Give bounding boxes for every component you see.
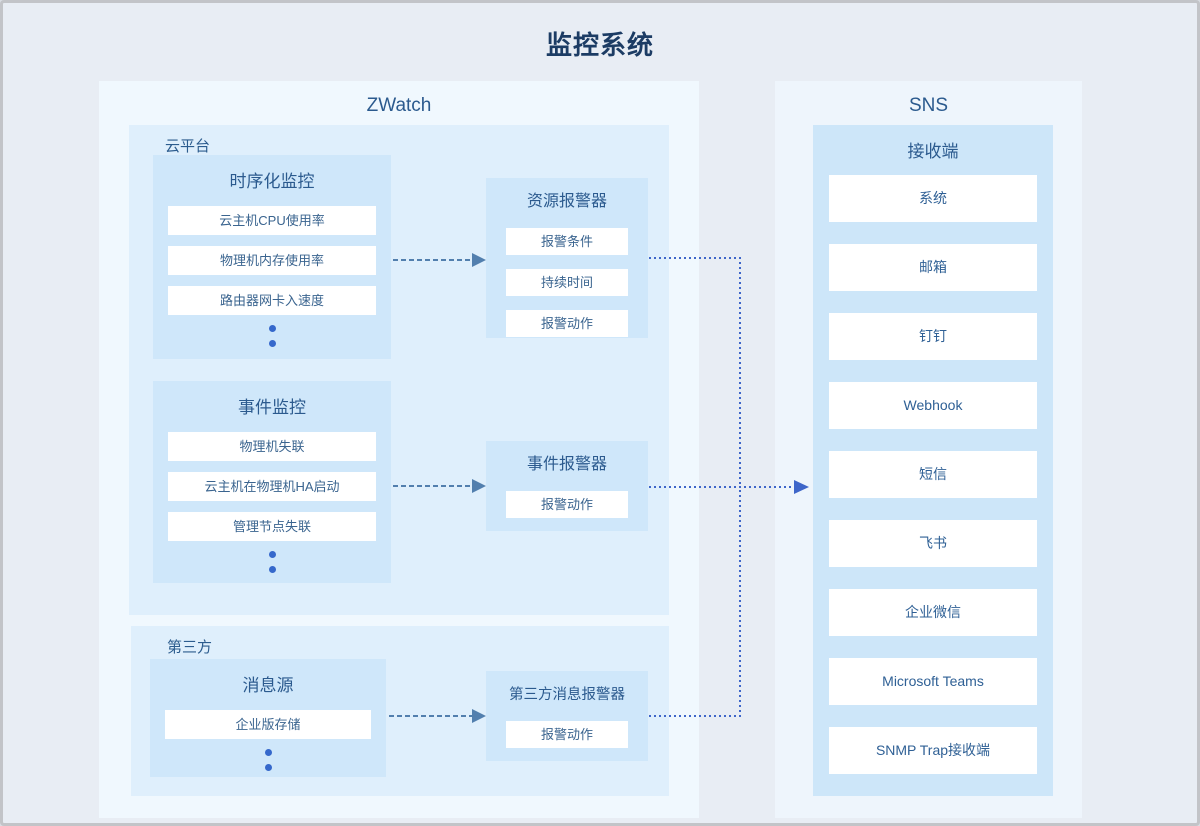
receiver-item: 企业微信 [829, 589, 1037, 636]
message-source-title: 消息源 [242, 676, 294, 695]
zwatch-title: ZWatch [366, 95, 432, 116]
sns-title: SNS [908, 95, 949, 116]
alarm-item: 报警动作 [506, 310, 628, 337]
page-title: 监控系统 [545, 30, 654, 60]
monitor-item: 管理节点失联 [168, 512, 376, 541]
monitor-item: 云主机CPU使用率 [168, 206, 376, 235]
receiver-item: 短信 [829, 451, 1037, 498]
timeseries-monitor-items: 云主机CPU使用率物理机内存使用率路由器网卡入速度 [168, 206, 376, 315]
third-party-message-alarm-title: 第三方消息报警器 [509, 687, 625, 703]
receiver-title: 接收端 [907, 142, 959, 161]
receiver-item: 钉钉 [829, 313, 1037, 360]
receiver-item: 飞书 [829, 520, 1037, 567]
third-party-message-alarm-items: 报警动作 [506, 721, 628, 748]
receiver-item: Webhook [829, 382, 1037, 429]
more-items-ellipsis-icon [165, 749, 371, 771]
event-monitor-items: 物理机失联云主机在物理机HA启动管理节点失联 [168, 432, 376, 541]
receiver-item: 邮箱 [829, 244, 1037, 291]
message-source-items: 企业版存储 [165, 710, 371, 739]
receiver-item: 系统 [829, 175, 1037, 222]
alarm-item: 报警动作 [506, 491, 628, 518]
monitor-item: 云主机在物理机HA启动 [168, 472, 376, 501]
event-alarm-title: 事件报警器 [526, 456, 607, 473]
resource-alarm-box: 资源报警器 报警条件持续时间报警动作 [486, 178, 648, 338]
event-alarm-items: 报警动作 [506, 491, 628, 518]
event-monitor-box: 事件监控 物理机失联云主机在物理机HA启动管理节点失联 [153, 381, 391, 583]
monitor-item: 物理机内存使用率 [168, 246, 376, 275]
message-source-box: 消息源 企业版存储 [150, 659, 386, 777]
monitor-item: 企业版存储 [165, 710, 371, 739]
third-party-label: 第三方 [167, 639, 213, 656]
receiver-item: Microsoft Teams [829, 658, 1037, 705]
alarm-item: 报警条件 [506, 228, 628, 255]
third-party-message-alarm-box: 第三方消息报警器 报警动作 [486, 671, 648, 761]
monitor-item: 物理机失联 [168, 432, 376, 461]
event-monitor-title: 事件监控 [238, 398, 306, 417]
event-alarm-box: 事件报警器 报警动作 [486, 441, 648, 531]
alarm-item: 报警动作 [506, 721, 628, 748]
more-items-ellipsis-icon [168, 551, 376, 573]
resource-alarm-items: 报警条件持续时间报警动作 [506, 228, 628, 337]
more-items-ellipsis-icon [168, 325, 376, 347]
receiver-item: SNMP Trap接收端 [829, 727, 1037, 774]
alarm-item: 持续时间 [506, 269, 628, 296]
timeseries-monitor-box: 时序化监控 云主机CPU使用率物理机内存使用率路由器网卡入速度 [153, 155, 391, 359]
cloud-platform-label: 云平台 [165, 138, 211, 155]
monitor-item: 路由器网卡入速度 [168, 286, 376, 315]
timeseries-monitor-title: 时序化监控 [229, 172, 315, 191]
receiver-panel: 接收端 系统邮箱钉钉 Webhook 短信飞书企业微信 Microsoft Teams… [813, 125, 1053, 796]
resource-alarm-title: 资源报警器 [526, 193, 607, 210]
